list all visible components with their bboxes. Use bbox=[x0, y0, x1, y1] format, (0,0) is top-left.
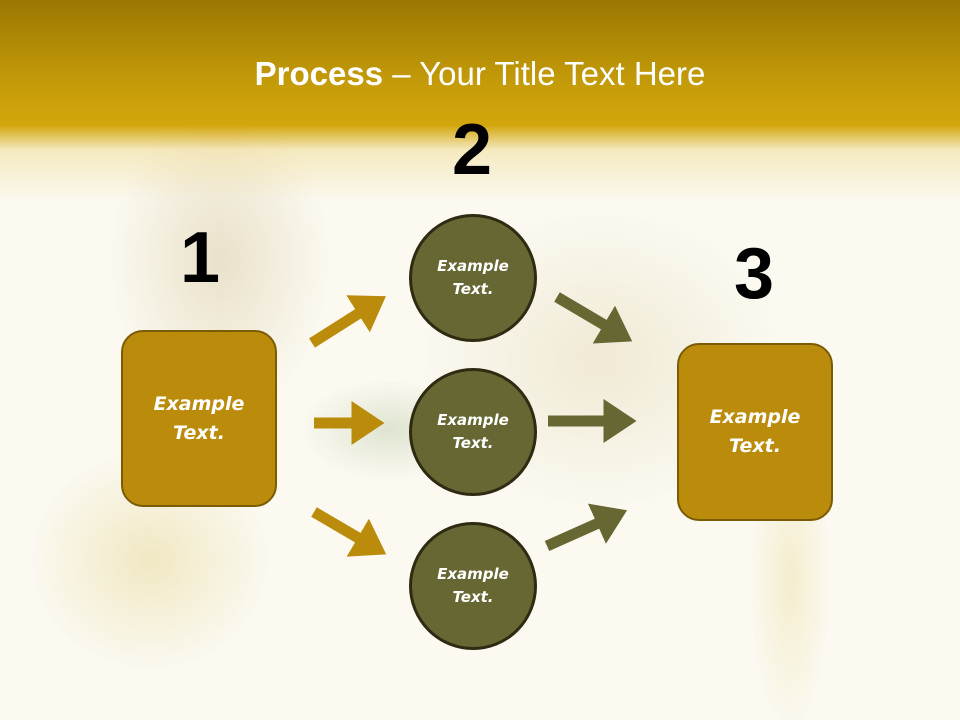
step-number-3: 3 bbox=[733, 234, 775, 314]
step-2-circle-2[interactable]: Example Text. bbox=[409, 368, 537, 496]
step-2-circle-1[interactable]: Example Text. bbox=[409, 214, 537, 342]
step-3-box[interactable]: Example Text. bbox=[677, 343, 833, 521]
step-1-box[interactable]: Example Text. bbox=[121, 330, 277, 507]
title-bold: Process bbox=[254, 55, 384, 92]
arrow-icon-olive-up bbox=[544, 503, 628, 552]
circle-2-label: Example Text. bbox=[437, 411, 509, 452]
step-2-circle-3[interactable]: Example Text. bbox=[409, 522, 537, 650]
title-rest: – Your Title Text Here bbox=[383, 55, 706, 92]
slide-title: Process – Your Title Text Here bbox=[0, 52, 960, 96]
arrow-icon-gold-down bbox=[311, 507, 387, 557]
arrow-icon-gold-up bbox=[309, 295, 386, 348]
step-number-2: 2 bbox=[451, 110, 493, 190]
step-number-1: 1 bbox=[179, 218, 221, 298]
title-bar bbox=[0, 0, 960, 200]
circle-1-label: Example Text. bbox=[437, 257, 509, 298]
circle-3-label: Example Text. bbox=[437, 565, 509, 606]
step-1-label: Example Text. bbox=[153, 392, 245, 444]
arrow-icon-olive-down bbox=[554, 292, 633, 344]
step-3-label: Example Text. bbox=[709, 406, 801, 457]
